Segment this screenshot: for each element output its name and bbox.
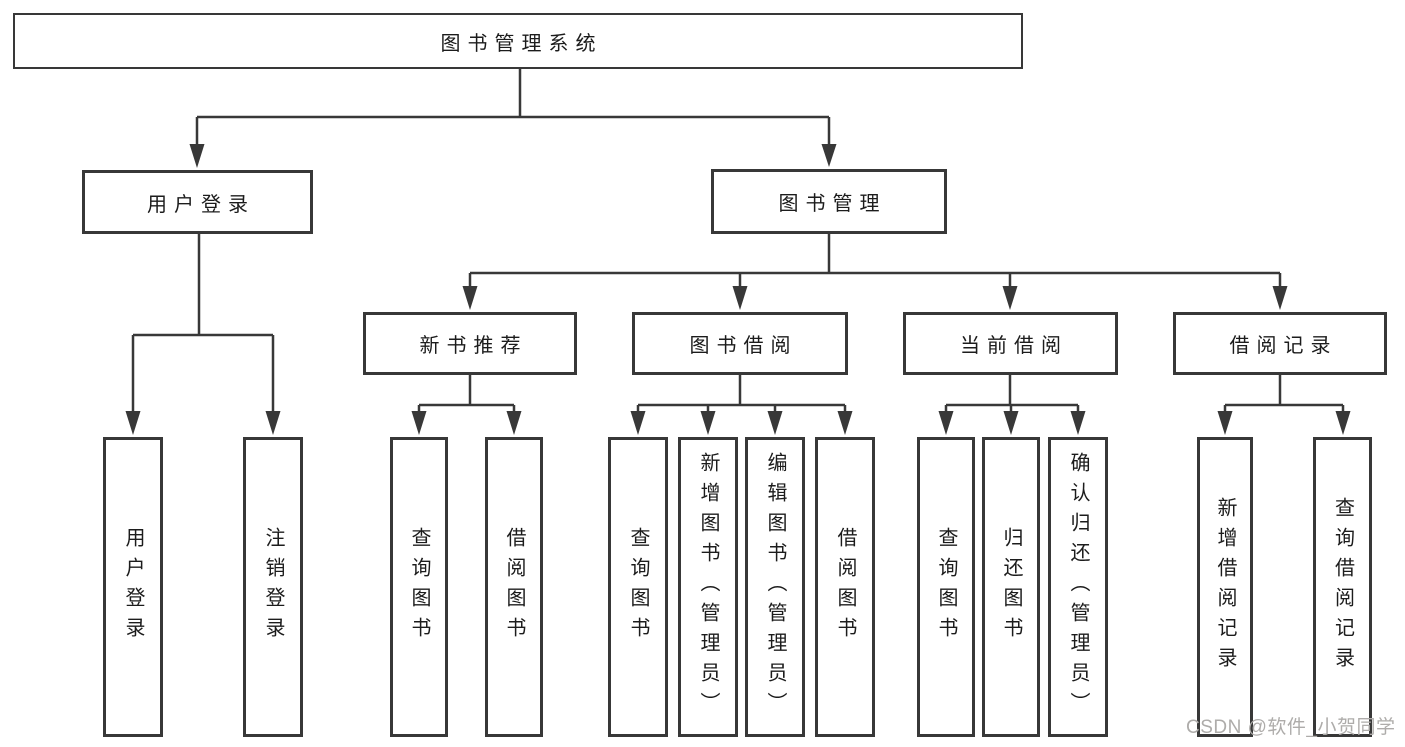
leaf-confirm-return-admin: 确认归还（管理员）	[1048, 437, 1108, 737]
leaf-borrow-books-borrow: 借阅图书	[815, 437, 875, 737]
csdn-watermark: CSDN @软件_小贺同学	[1186, 717, 1396, 738]
leaf-label: 查询图书	[408, 527, 430, 647]
leaf-borrow-books-recommend: 借阅图书	[485, 437, 543, 737]
node-user-login: 用户登录	[82, 170, 313, 234]
node-book-borrow: 图书借阅	[632, 312, 848, 375]
node-library-system: 图书管理系统	[13, 13, 1023, 69]
leaf-user-login: 用户登录	[103, 437, 163, 737]
leaf-logout: 注销登录	[243, 437, 303, 737]
leaf-label: 归还图书	[1000, 527, 1022, 647]
node-book-management: 图书管理	[711, 169, 947, 234]
leaf-label: 确认归还（管理员）	[1067, 452, 1089, 722]
leaf-label: 新增图书（管理员）	[697, 452, 719, 722]
node-new-book-recommend: 新书推荐	[363, 312, 577, 375]
leaf-label: 编辑图书（管理员）	[764, 452, 786, 722]
arrowheads	[125, 144, 1351, 435]
node-current-borrow: 当前借阅	[903, 312, 1118, 375]
leaf-label: 查询图书	[627, 527, 649, 647]
leaf-add-book-admin: 新增图书（管理员）	[678, 437, 738, 737]
leaf-query-books-current: 查询图书	[917, 437, 975, 737]
leaf-query-books-recommend: 查询图书	[390, 437, 448, 737]
leaf-label: 借阅图书	[834, 527, 856, 647]
leaf-edit-book-admin: 编辑图书（管理员）	[745, 437, 805, 737]
leaf-return-books: 归还图书	[982, 437, 1040, 737]
leaf-query-books-borrow: 查询图书	[608, 437, 668, 737]
leaf-label: 用户登录	[122, 527, 144, 647]
leaf-label: 新增借阅记录	[1214, 497, 1236, 677]
node-borrow-records: 借阅记录	[1173, 312, 1387, 375]
leaf-label: 借阅图书	[503, 527, 525, 647]
leaf-label: 注销登录	[262, 527, 284, 647]
leaf-add-borrow-record: 新增借阅记录	[1197, 437, 1253, 737]
leaf-label: 查询图书	[935, 527, 957, 647]
tree-wires	[131, 69, 1345, 413]
leaf-label: 查询借阅记录	[1331, 497, 1354, 677]
leaf-query-borrow-record: 查询借阅记录	[1313, 437, 1372, 737]
